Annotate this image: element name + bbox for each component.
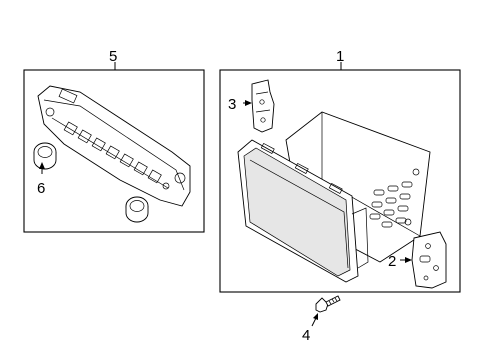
upper-mounting-bracket: 3 xyxy=(228,79,275,133)
mounting-screw: 4 xyxy=(302,295,341,344)
group-box-5: 5 xyxy=(23,48,205,233)
side-mounting-bracket: 2 xyxy=(388,231,447,289)
audio-head-unit xyxy=(237,111,431,283)
control-knob-right xyxy=(125,196,149,223)
callout-5: 5 xyxy=(109,48,117,65)
callout-6: 6 xyxy=(37,180,45,197)
callout-1: 1 xyxy=(336,48,344,65)
vent-slots xyxy=(369,181,413,228)
callout-2: 2 xyxy=(388,253,396,270)
climate-control-panel xyxy=(37,85,191,207)
control-knob-left xyxy=(33,142,57,170)
button-row xyxy=(63,121,162,184)
group-box-1: 1 xyxy=(219,48,461,293)
callout-4: 4 xyxy=(302,327,310,344)
callout-3: 3 xyxy=(228,96,236,113)
leader-6: 6 xyxy=(37,162,45,197)
